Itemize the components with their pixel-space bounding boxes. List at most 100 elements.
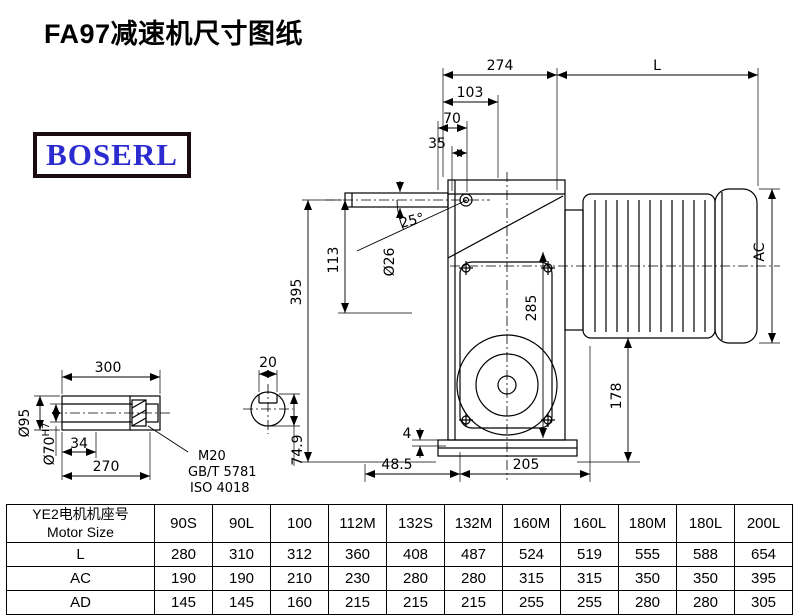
table-cell: 350 — [676, 566, 735, 591]
row-label: AC — [6, 566, 155, 591]
dim-dia26: Ø26 — [382, 181, 404, 276]
gearbox-housing — [437, 179, 578, 457]
table-cell: 487 — [444, 542, 503, 567]
table-cell: 145 — [154, 590, 213, 615]
dim-dia70-label: Ø70H7 — [41, 423, 58, 466]
table-header-cell: 160L — [560, 504, 619, 543]
dim-dia70: Ø70H7 — [41, 403, 62, 466]
dim-285-label: 285 — [524, 295, 540, 322]
table-cell: 654 — [734, 542, 793, 567]
table-cell: 360 — [328, 542, 387, 567]
dim-35-label: 35 — [428, 136, 446, 152]
table-cell: 210 — [270, 566, 329, 591]
table-header-cell: 200L — [734, 504, 793, 543]
brand-logo: BOSERL — [33, 132, 191, 178]
table-header-cell: 90L — [212, 504, 271, 543]
row-label: AD — [6, 590, 155, 615]
table-header-cell: 90S — [154, 504, 213, 543]
table-cell: 315 — [560, 566, 619, 591]
motor-size-label-en: Motor Size — [47, 523, 114, 540]
dim-L: L — [557, 58, 759, 186]
motor-size-label-cn: YE2电机机座号 — [32, 506, 129, 522]
output-shaft — [344, 192, 449, 208]
table-cell: 280 — [154, 542, 213, 567]
technical-drawing: 274 L 103 70 35 25° — [17, 58, 780, 496]
dim-270-label: 270 — [93, 459, 120, 475]
dim-70: 70 — [437, 111, 468, 192]
dim-4: 4 — [403, 426, 446, 458]
dim-48-5-label: 48.5 — [381, 457, 412, 473]
dim-AC-label: AC — [752, 242, 768, 261]
table-header-cell: 100 — [270, 504, 329, 543]
table-cell: 588 — [676, 542, 735, 567]
dim-274-label: 274 — [487, 58, 514, 74]
table-row-L: L 280 310 312 360 408 487 524 519 555 58… — [6, 542, 793, 567]
table-cell: 160 — [270, 590, 329, 615]
dim-74-9: 74.9 — [270, 393, 306, 466]
dim-20: 20 — [258, 355, 278, 392]
table-cell: 555 — [618, 542, 677, 567]
dim-34: 34 — [61, 432, 97, 458]
dim-270: 270 — [61, 432, 151, 480]
fan-cowl — [714, 188, 758, 344]
table-header-cell: 132S — [386, 504, 445, 543]
dim-dia95-label: Ø95 — [17, 409, 33, 438]
spec-table: YE2电机机座号 Motor Size 90S 90L 100 112M 132… — [6, 504, 793, 615]
bolt-callout-iso: ISO 4018 — [190, 481, 250, 496]
dim-103: 103 — [443, 85, 499, 178]
table-cell: 280 — [386, 566, 445, 591]
dim-113-label: 113 — [326, 247, 342, 274]
table-cell: 230 — [328, 566, 387, 591]
dim-178: 178 — [577, 338, 640, 463]
table-cell: 255 — [560, 590, 619, 615]
table-row-AD: AD 145 145 160 215 215 215 255 255 280 2… — [6, 590, 793, 615]
table-header-cell: 112M — [328, 504, 387, 543]
table-header-cell: 180L — [676, 504, 735, 543]
washer — [145, 403, 159, 423]
dim-103-label: 103 — [457, 85, 484, 101]
dim-300: 300 — [61, 360, 161, 394]
table-cell: 215 — [444, 590, 503, 615]
dim-205: 205 — [460, 346, 591, 482]
dim-angle-25-label: 25° — [398, 210, 426, 232]
table-cell: 310 — [212, 542, 271, 567]
dim-274: 274 — [442, 58, 558, 190]
table-header-cell: 180M — [618, 504, 677, 543]
motor-flange — [564, 209, 584, 331]
table-cell: 280 — [618, 590, 677, 615]
dim-34-label: 34 — [70, 436, 88, 452]
dim-4-label: 4 — [403, 426, 412, 442]
dim-205-label: 205 — [513, 457, 540, 473]
brand-logo-text: BOSERL — [46, 137, 178, 172]
dim-angle-25: 25° — [356, 199, 468, 252]
table-cell: 145 — [212, 590, 271, 615]
dim-20-label: 20 — [259, 355, 277, 371]
table-cell: 190 — [154, 566, 213, 591]
table-cell: 280 — [676, 590, 735, 615]
dim-178-label: 178 — [609, 383, 625, 410]
dim-113: 113 — [302, 199, 412, 314]
bolt-callout: M20 GB/T 5781 ISO 4018 — [147, 425, 257, 496]
table-cell: 524 — [502, 542, 561, 567]
table-cell: 280 — [444, 566, 503, 591]
dim-35: 35 — [428, 136, 467, 191]
table-cell: 255 — [502, 590, 561, 615]
shaft-section-view — [250, 391, 286, 427]
dim-74-9-label: 74.9 — [290, 434, 306, 465]
table-cell: 215 — [328, 590, 387, 615]
table-header-motor-size: YE2电机机座号 Motor Size — [6, 504, 155, 543]
row-label: L — [6, 542, 155, 567]
table-header-cell: 160M — [502, 504, 561, 543]
dim-L-label: L — [653, 58, 661, 74]
dim-300-label: 300 — [95, 360, 122, 376]
dim-dia26-label: Ø26 — [382, 247, 398, 276]
dim-285: 285 — [524, 252, 547, 438]
dim-dia95: Ø95 — [17, 395, 60, 438]
dim-AC: AC — [752, 188, 780, 344]
table-cell: 519 — [560, 542, 619, 567]
motor — [564, 188, 758, 344]
table-cell: 408 — [386, 542, 445, 567]
table-header-row: YE2电机机座号 Motor Size 90S 90L 100 112M 132… — [6, 504, 793, 543]
dim-395: 395 — [289, 200, 436, 463]
